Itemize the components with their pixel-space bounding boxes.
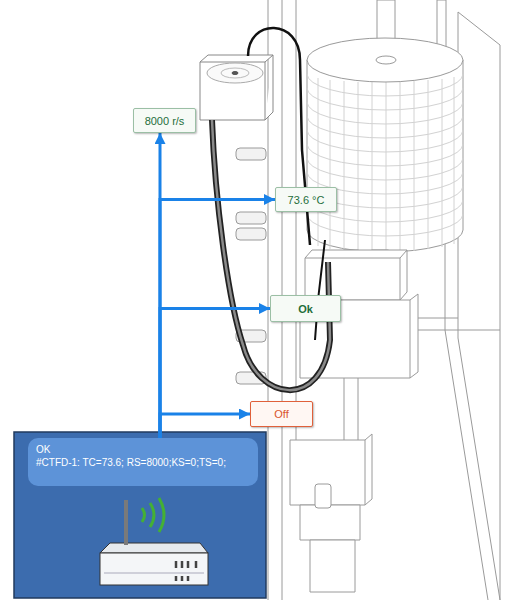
sensor-face [207, 63, 263, 83]
motor-base [300, 505, 360, 540]
cylinder-top [307, 38, 463, 82]
cylinder-mesh [318, 77, 454, 252]
router-icon [100, 553, 208, 585]
message-bubble: OK#CTFD-1: TC=73.6; RS=8000;KS=0;TS=0; [28, 438, 258, 486]
motor-foot [310, 540, 355, 592]
router-lights [176, 561, 196, 581]
node-text: Ok [298, 303, 313, 315]
wifi-waves [142, 498, 164, 532]
node-text: #CTFD-1: TC=73.6; RS=8000;KS=0;TS=0; [36, 456, 250, 469]
cylinder-body [307, 60, 463, 252]
router-antenna [124, 500, 128, 545]
shaft-coupling [315, 484, 331, 508]
mounting-tab [236, 228, 266, 240]
signal-arrow [160, 414, 250, 438]
status-readout: Ok [270, 295, 341, 322]
mounting-tab [236, 212, 266, 224]
switch-readout: Off [250, 401, 313, 427]
node-text: 73.6 °C [288, 194, 325, 206]
sensor-cable [212, 120, 330, 390]
sensor-cable [248, 28, 310, 245]
router-icon [104, 573, 204, 574]
sensor-cable [315, 240, 325, 340]
signal-arrow [159, 133, 162, 438]
sensor-face [221, 68, 249, 78]
node-text: 8000 r/s [145, 115, 185, 127]
router-icon [100, 543, 208, 553]
node-text: Off [274, 408, 288, 420]
sensor-face [232, 72, 238, 75]
speed-readout: 8000 r/s [133, 108, 196, 133]
speed-sensor [200, 55, 273, 120]
sensor-cable [212, 120, 330, 390]
cylinder-hub [376, 56, 396, 64]
gateway-panel [14, 432, 266, 598]
temperature-readout: 73.6 °C [275, 187, 337, 212]
mounting-tab [236, 148, 266, 160]
node-text: OK [36, 443, 250, 456]
